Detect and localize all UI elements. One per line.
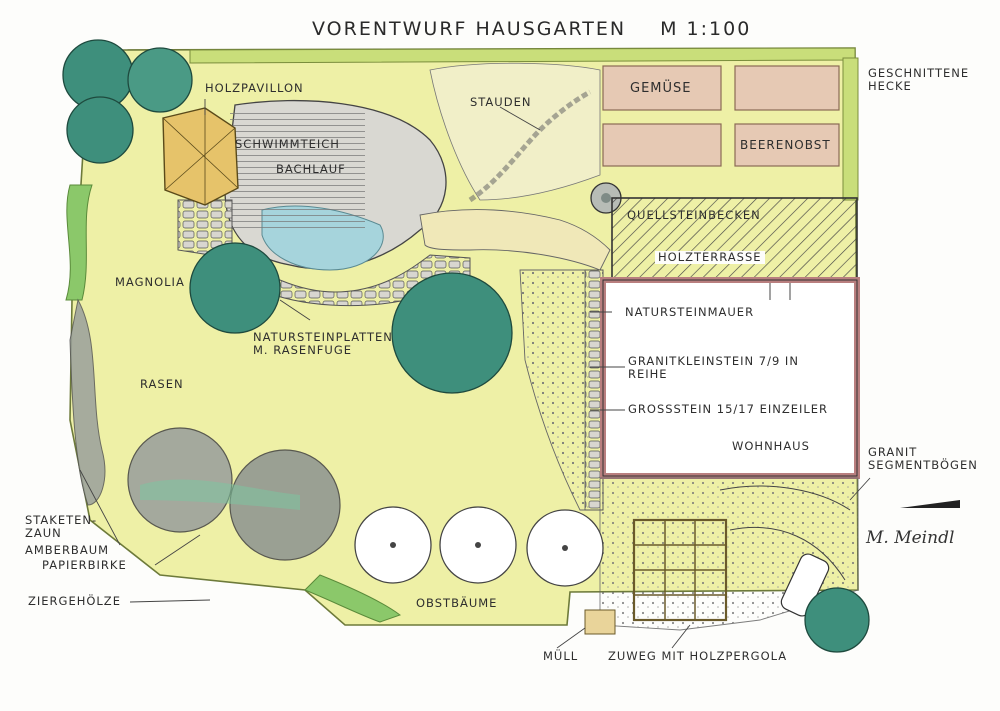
label-ziergehoelze: ZIERGEHÖLZE [28,594,121,608]
label-rasen: RASEN [140,377,184,391]
plan-title: VORENTWURF HAUSGARTEN M 1:100 [312,18,751,40]
hedge-bottom [304,574,402,623]
label-bachlauf: BACHLAUF [276,162,346,176]
label-granitkleinstein: GRANITKLEINSTEIN 7/9 IN REIHE [628,354,799,382]
birch-green-wash [140,479,300,510]
label-beerenobst: BEERENOBST [740,138,831,152]
label-magnolia: MAGNOLIA [115,275,185,289]
label-geschnittene-hecke: GESCHNITTENE HECKE [868,66,970,94]
north-wedge [900,500,960,508]
title-text: VORENTWURF HAUSGARTEN [312,18,627,40]
hedge-right [842,57,859,201]
shrubs-left [69,298,106,506]
signature: M. Meindl [866,528,955,548]
label-quellsteinbecken: QUELLSTEINBECKEN [627,208,761,222]
label-muell: MÜLL [543,649,579,663]
car [780,553,830,617]
segment-arcs [719,485,851,581]
hedge-left [65,184,93,301]
label-schwimmteich: SCHWIMMTEICH [235,137,340,151]
label-zuweg: ZUWEG MIT HOLZPERGOLA [608,649,788,663]
tree-centre [391,272,513,394]
label-holzterrasse: HOLZTERRASSE [655,250,765,265]
pavilion [162,107,239,206]
hedge-top [189,47,856,64]
bed-2 [734,65,840,111]
label-papierbirke: PAPIERBIRKE [42,558,127,572]
label-granit-segmentboegen: GRANIT SEGMENTBÖGEN [868,445,978,473]
tree-magnolia [189,242,281,334]
label-staketenzaun: STAKETEN-ZAUN [25,513,98,541]
tree-entrance [804,587,870,653]
bin-area [584,609,616,635]
pond-deck [230,110,365,230]
tree-top-3 [66,96,134,164]
label-wohnhaus: WOHNHAUS [732,439,810,453]
bed-gemuese [602,65,722,111]
label-gemuese: GEMÜSE [630,81,692,96]
granite-paving [519,269,604,511]
title-scale: M 1:100 [660,18,752,40]
label-grossstein: GROSSSTEIN 15/17 EINZEILER [628,402,829,416]
bed-3 [602,123,722,167]
perennial-bed [429,62,601,201]
label-holzpavillon: HOLZPAVILLON [205,81,304,95]
label-stauden: STAUDEN [470,95,532,109]
bed-beerenobst [734,123,840,167]
label-amberbaum: AMBERBAUM [25,543,110,557]
label-natursteinplatten: NATURSTEINPLATTEN M. RASENFUGE [253,330,393,358]
tree-top-2 [127,47,193,113]
house [600,277,860,479]
wood-terrace [611,197,858,281]
label-natursteinmauer: NATURSTEINMAUER [625,305,755,319]
label-obstbaeume: OBSTBÄUME [416,596,498,610]
